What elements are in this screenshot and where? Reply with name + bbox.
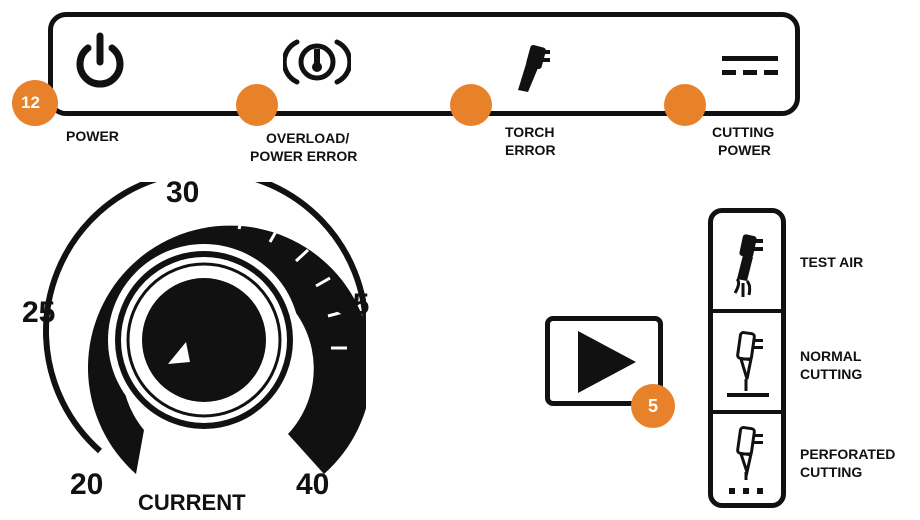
dial-knob [142,278,266,402]
torch-error-label-line1: TORCH [505,124,555,140]
power-label: POWER [66,128,119,144]
overload-indicator-light [236,84,278,126]
dial-ticks [65,208,347,350]
mode-selector [708,208,786,508]
perforated-cutting-label-line2: CUTTING [800,464,863,480]
dial-mark-35: 35 [336,288,370,321]
mode-perforated-cutting[interactable] [713,414,781,503]
perforated-cutting-icon [729,426,763,494]
test-air-icon [733,234,763,297]
power-indicator-light: 12 [12,80,58,126]
dial-mark-25: 25 [22,296,56,329]
mode-divider [713,309,781,313]
dial-mark-30: 30 [166,176,200,209]
mode-test-air[interactable] [713,213,781,310]
dial-pointer [168,342,190,364]
cutting-power-icon [722,56,778,75]
play-button[interactable] [545,316,663,406]
mode-normal-cutting[interactable] [713,313,781,410]
thermometer-icon [283,39,351,85]
current-dial[interactable] [36,182,366,482]
cutting-power-indicator-light [664,84,706,126]
normal-cutting-label-line1: NORMAL [800,348,862,364]
torch-icon [518,44,550,92]
perforated-cutting-label-line1: PERFORATED [800,446,896,462]
mode-divider [713,410,781,414]
indicator-panel [48,12,800,116]
normal-cutting-icon [727,331,769,397]
play-icon [578,331,636,393]
test-air-label: TEST AIR [800,254,864,270]
normal-cutting-label-line2: CUTTING [800,366,863,382]
cutting-power-label-line2: POWER [718,142,771,158]
play-button-badge: 5 [631,384,675,428]
power-icon [76,32,124,88]
torch-error-indicator-light [450,84,492,126]
dial-mark-40: 40 [296,468,330,501]
overload-label-line2: POWER ERROR [250,148,358,164]
current-label: CURRENT [138,490,246,515]
dial-mark-20: 20 [70,468,104,501]
overload-label-line1: OVERLOAD/ [266,130,350,146]
torch-error-label-line2: ERROR [505,142,556,158]
cutting-power-label-line1: CUTTING [712,124,775,140]
